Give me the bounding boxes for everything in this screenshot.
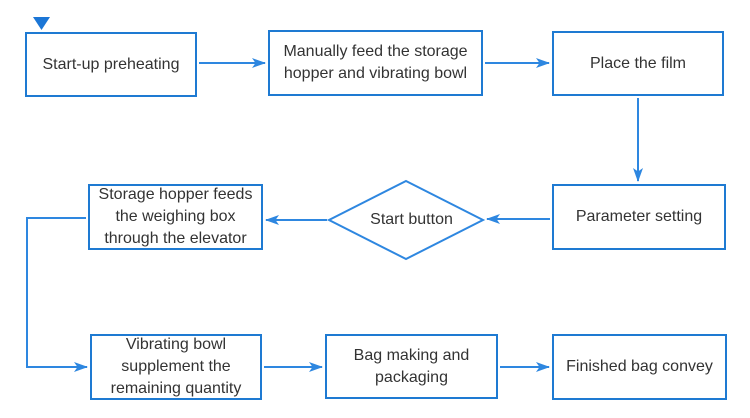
flow-node-start-button-label: Start button (370, 211, 453, 228)
decision-diamond (326, 179, 486, 261)
flow-node-startup-preheating: Start-up preheating (25, 32, 197, 97)
flow-node-bag-making-packaging: Bag making and packaging (325, 334, 498, 399)
arrow-storage-to-vibrating (26, 217, 88, 372)
flow-node-manually-feed: Manually feed the storage hopper and vib… (268, 30, 483, 96)
flow-node-storage-hopper-feeds: Storage hopper feeds the weighing box th… (88, 184, 263, 250)
flow-node-place-film: Place the film (552, 31, 724, 96)
down-triangle-icon (33, 17, 50, 30)
flow-node-vibrating-bowl-supplement: Vibrating bowl supplement the remaining … (90, 334, 262, 400)
flow-node-parameter-setting: Parameter setting (552, 184, 726, 250)
flow-node-finished-bag-convey: Finished bag convey (552, 334, 727, 400)
